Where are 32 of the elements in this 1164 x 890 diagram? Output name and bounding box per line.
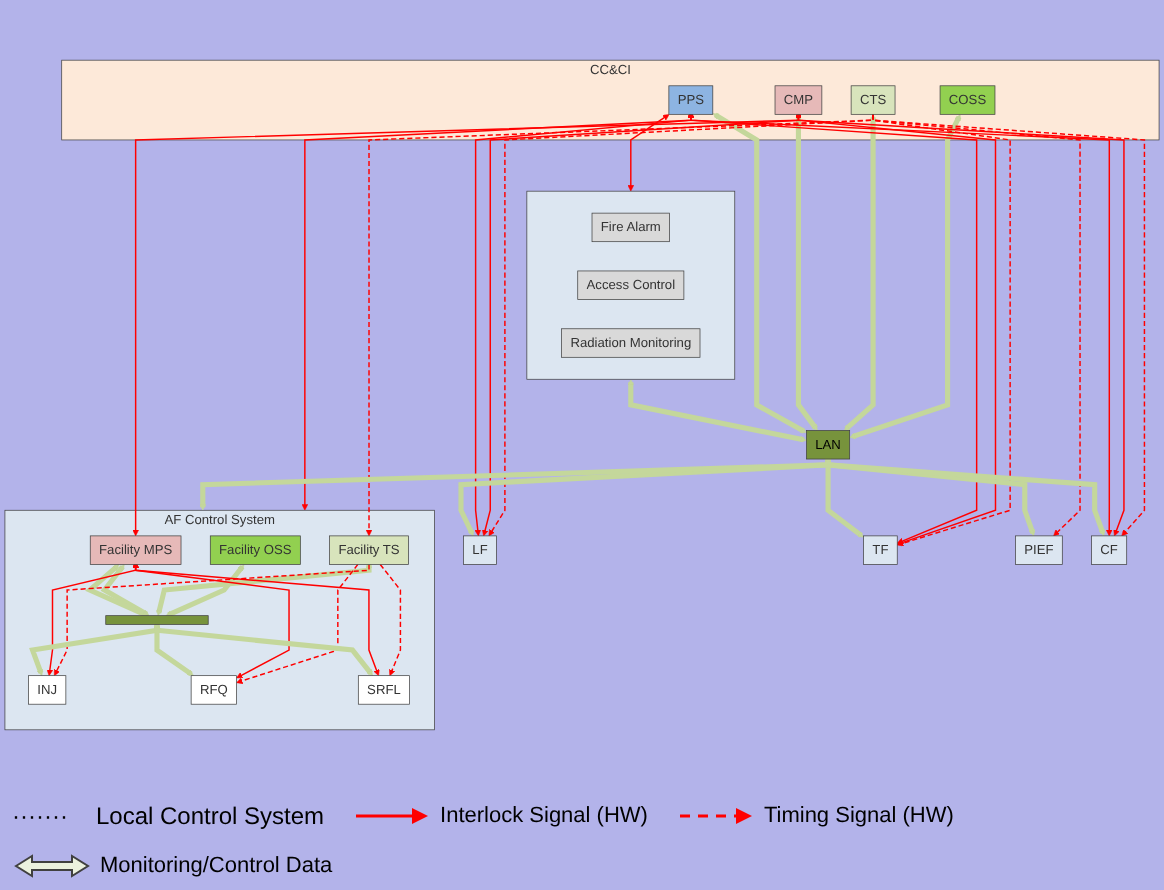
arrow [627, 114, 670, 192]
note-text: Local Control System [95, 802, 325, 830]
arrow [85, 564, 149, 618]
legend-text: Timing Signal (HW) [763, 804, 954, 828]
arrow [795, 111, 997, 546]
arrow [488, 113, 874, 537]
arrow [627, 379, 807, 443]
arrow [849, 114, 962, 440]
arrow [100, 564, 150, 617]
arrow [712, 112, 807, 434]
arrow [301, 111, 695, 511]
arrow [54, 563, 370, 676]
arrow [165, 564, 245, 618]
arrow [795, 111, 1125, 537]
arrow [365, 113, 874, 537]
note-text: ······· [12, 802, 68, 830]
arrow [687, 111, 1113, 537]
arrow [795, 114, 818, 431]
cluster [526, 190, 736, 380]
arrow [132, 561, 380, 676]
legend-text: Monitoring/Control Data [100, 854, 333, 878]
legend-text: Interlock Signal (HW) [440, 804, 648, 828]
arrow [156, 561, 373, 616]
arrow [199, 456, 832, 511]
arrow [379, 563, 402, 676]
arrow [132, 111, 802, 537]
arrow [843, 114, 877, 431]
arrow [872, 113, 1146, 537]
arrow [153, 621, 373, 676]
arrow [236, 563, 359, 684]
node-bar [105, 615, 209, 625]
arrow [482, 111, 802, 537]
